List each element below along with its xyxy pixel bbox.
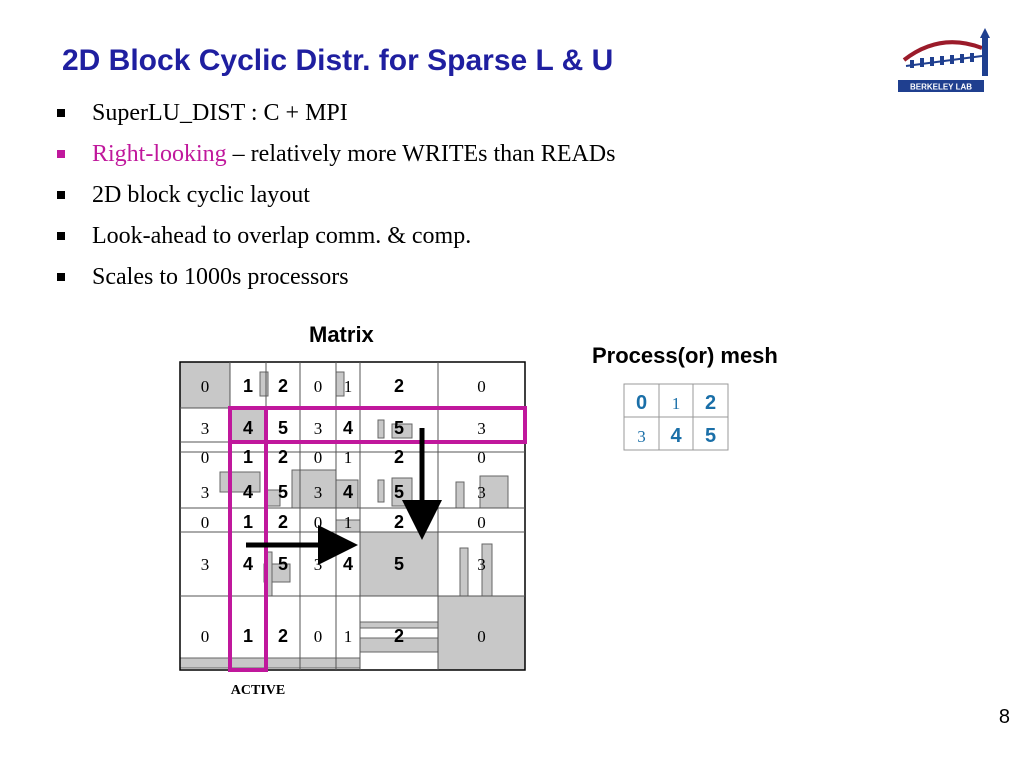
mesh-cell-label: 5	[705, 425, 716, 447]
bullet-square-icon	[57, 273, 65, 281]
matrix-cell-label: 3	[201, 555, 210, 574]
matrix-cell-label: 4	[243, 418, 253, 438]
matrix-label: Matrix	[309, 322, 374, 347]
bullet-item: Scales to 1000s processors	[57, 261, 615, 302]
matrix-cell-label: 1	[344, 448, 353, 467]
matrix-block	[459, 547, 469, 597]
matrix-cell-label: 2	[394, 512, 404, 532]
matrix-block	[437, 595, 526, 671]
bullet-text: Look-ahead to overlap comm. & comp.	[92, 223, 472, 249]
matrix-block	[219, 471, 261, 493]
matrix-cell-label: 0	[477, 627, 486, 646]
matrix-cell-label: 2	[394, 626, 404, 646]
mesh-grid	[623, 383, 729, 451]
bullet-text: SuperLU_DIST : C + MPI	[92, 100, 348, 126]
matrix-cell-label: 3	[314, 419, 323, 438]
mesh-cell-labels: 0 1 2 3 4 5	[636, 392, 716, 447]
matrix-cell-label: 0	[314, 627, 323, 646]
matrix-cell-label: 1	[344, 627, 353, 646]
matrix-cell-label: 1	[344, 513, 353, 532]
matrix-cell-label: 1	[243, 626, 253, 646]
matrix-figure: 0 1 2 0 1 2 0 3 4 5 3 4 5 3 0 1 2 0 1 2 0 3 4 5 3 4 5 3 0 1 2 0 1 2 0 3 4 5 3 4…	[179, 361, 527, 698]
matrix-cell-label: 0	[477, 377, 486, 396]
process-mesh: 0 1 2 3 4 5	[623, 383, 729, 451]
matrix-cell-label: 0	[477, 513, 486, 532]
bullet-text: 2D block cyclic layout	[92, 182, 310, 208]
matrix-cell-label: 4	[243, 482, 253, 502]
matrix-cell-label: 4	[243, 554, 253, 574]
matrix-block	[377, 419, 385, 439]
mesh-cell-label: 0	[636, 392, 647, 414]
matrix-cell-label: 3	[314, 555, 323, 574]
matrix-cell-label: 0	[314, 448, 323, 467]
matrix-cell-label: 5	[278, 554, 288, 574]
matrix-block	[391, 423, 413, 439]
active-label: ACTIVE	[231, 683, 285, 698]
bullet-item: SuperLU_DIST : C + MPI	[57, 97, 615, 138]
bullet-square-icon	[57, 150, 65, 158]
matrix-cell-label: 0	[201, 377, 210, 396]
mesh-cell-label: 1	[672, 394, 681, 413]
matrix-cell-label: 2	[278, 376, 288, 396]
matrix-cell-label: 3	[201, 419, 210, 438]
active-row-outline	[228, 406, 527, 444]
bullet-item: Look-ahead to overlap comm. & comp.	[57, 220, 615, 261]
matrix-cell-label: 4	[343, 554, 353, 574]
matrix-block	[455, 481, 465, 509]
matrix-cell-label: 2	[394, 376, 404, 396]
matrix-cell-label: 5	[394, 554, 404, 574]
matrix-block	[377, 479, 385, 503]
matrix-cell-label: 3	[477, 419, 486, 438]
page-number: 8	[998, 706, 1010, 728]
matrix-cell-label: 4	[343, 418, 353, 438]
matrix-cell-label: 0	[201, 448, 210, 467]
matrix-cell-label: 5	[278, 418, 288, 438]
berkeley-lab-logo: BERKELEY LAB	[898, 28, 990, 92]
matrix-block	[179, 657, 361, 669]
matrix-cell-label: 2	[278, 512, 288, 532]
mesh-cell-label: 3	[637, 427, 646, 446]
matrix-cell-label: 5	[278, 482, 288, 502]
matrix-cell-label: 0	[201, 627, 210, 646]
matrix-cell-label: 0	[314, 377, 323, 396]
matrix-cell-label: 1	[344, 377, 353, 396]
matrix-block	[479, 475, 509, 509]
matrix-cell-label: 2	[394, 447, 404, 467]
matrix-cell-label: 1	[243, 512, 253, 532]
bullet-text: Scales to 1000s processors	[92, 264, 349, 290]
logo-text: BERKELEY LAB	[910, 83, 972, 92]
matrix-cell-label: 3	[314, 483, 323, 502]
matrix-cell-label: 0	[201, 513, 210, 532]
matrix-border	[179, 361, 526, 671]
mesh-cell-label: 4	[670, 425, 682, 447]
matrix-cell-label: 3	[201, 483, 210, 502]
matrix-cell-label: 4	[343, 482, 353, 502]
bullet-square-icon	[57, 232, 65, 240]
matrix-cell-label: 0	[477, 448, 486, 467]
bullet-item: Right-looking – relatively more WRITEs t…	[57, 138, 615, 179]
matrix-cell-label: 1	[243, 447, 253, 467]
matrix-cell-label: 2	[278, 447, 288, 467]
matrix-cell-label: 3	[477, 555, 486, 574]
mesh-cell-label: 2	[705, 392, 716, 414]
bullet-square-icon	[57, 109, 65, 117]
slide-title: 2D Block Cyclic Distr. for Sparse L & U	[62, 44, 614, 77]
matrix-cell-label: 2	[278, 626, 288, 646]
bullet-highlight-text: Right-looking	[92, 141, 227, 167]
matrix-block	[359, 531, 439, 597]
bullet-square-icon	[57, 191, 65, 199]
matrix-cell-label: 1	[243, 376, 253, 396]
bullet-text: – relatively more WRITEs than READs	[226, 141, 616, 167]
matrix-block	[259, 371, 269, 397]
bullet-item: 2D block cyclic layout	[57, 179, 615, 220]
mesh-label: Process(or) mesh	[592, 343, 778, 368]
bullet-list: SuperLU_DIST : C + MPI Right-looking – r…	[57, 97, 615, 302]
matrix-cell-label: 3	[477, 483, 486, 502]
matrix-cell-label: 5	[394, 482, 404, 502]
matrix-cell-label: 5	[394, 418, 404, 438]
matrix-cell-label: 0	[314, 513, 323, 532]
